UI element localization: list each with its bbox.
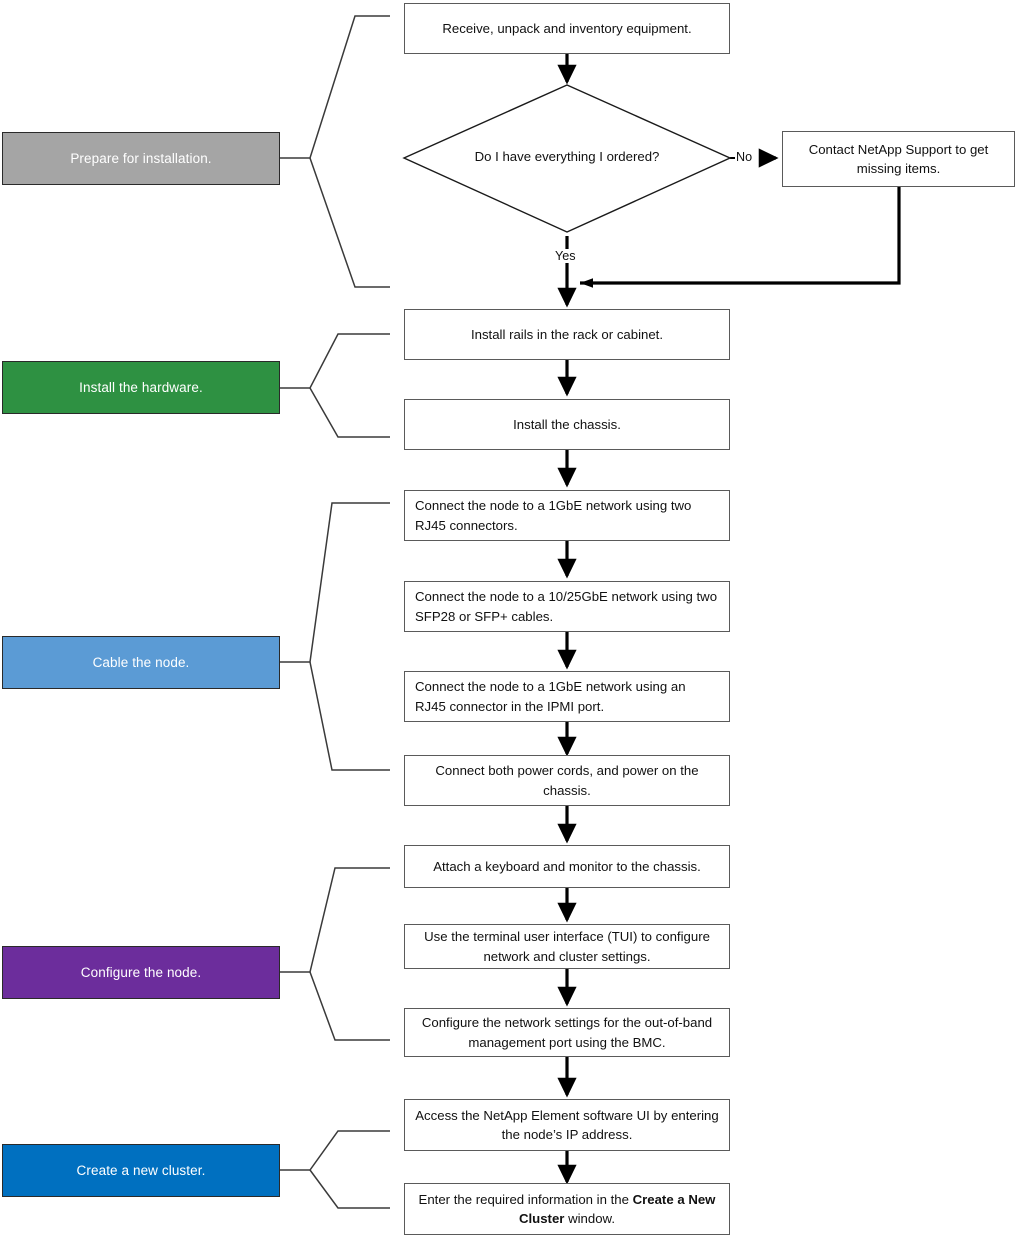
step-text: Connect the node to a 1GbE network using… [415,498,692,533]
brace-install-top [280,333,390,389]
brace-cluster-bottom [309,1169,390,1209]
return-arrowhead [580,278,593,288]
step-box-install-chassis[interactable]: Install the chassis. [404,399,730,450]
phase-label-prepare: Prepare for installation. [70,151,212,166]
step-box-use-tui[interactable]: Use the terminal user interface (TUI) to… [404,924,730,969]
phase-box-cluster[interactable]: Create a new cluster. [2,1144,280,1197]
step-box-connect-1gbe-rj45[interactable]: Connect the node to a 1GbE network using… [404,490,730,541]
step-text-before: Enter the required information in the [418,1191,633,1207]
brace-configure-bottom [309,971,390,1041]
step-text: Connect the node to a 10/25GbE network u… [415,589,718,624]
phase-box-configure[interactable]: Configure the node. [2,946,280,999]
step-text: Configure the network settings for the o… [421,1015,713,1050]
step-box-connect-10-25gbe-sfp[interactable]: Connect the node to a 10/25GbE network u… [404,581,730,632]
phase-box-install[interactable]: Install the hardware. [2,361,280,414]
return-path [580,187,901,285]
step-box-connect-ipmi[interactable]: Connect the node to a 1GbE network using… [404,671,730,722]
step-box-attach-keyboard-monitor[interactable]: Attach a keyboard and monitor to the cha… [404,845,730,888]
phase-box-prepare[interactable]: Prepare for installation. [2,132,280,185]
brace-prepare-top [280,15,390,159]
decision-branch-label-no: No [735,150,754,164]
step-text: Connect the node to a 1GbE network using… [415,679,686,714]
step-text-after: window. [564,1211,616,1226]
step-text: Use the terminal user interface (TUI) to… [424,929,710,964]
step-box-connect-power-cords[interactable]: Connect both power cords, and power on t… [404,755,730,806]
step-text: Access the NetApp Element software UI by… [415,1107,719,1142]
step-box-configure-bmc[interactable]: Configure the network settings for the o… [404,1008,730,1057]
decision-diamond [402,84,732,233]
step-text-rich: Enter the required information in the Cr… [415,1190,719,1228]
brace-prepare-bottom [309,157,390,288]
phase-label-cluster: Create a new cluster. [76,1163,206,1178]
phase-box-cable[interactable]: Cable the node. [2,636,280,689]
step-text: Install the chassis. [513,416,621,432]
step-box-install-rails[interactable]: Install rails in the rack or cabinet. [404,309,730,360]
decision-branch-label-yes: Yes [554,249,577,263]
step-text: Install rails in the rack or cabinet. [470,326,664,342]
brace-configure-top [280,867,390,973]
phase-braces [280,15,390,1209]
step-text-bold: Create a New Cluster [518,1191,716,1226]
step-text: Contact NetApp Support to get missing it… [808,141,989,176]
step-box-access-element-ui[interactable]: Access the NetApp Element software UI by… [404,1099,730,1151]
brace-cable-bottom [309,661,390,771]
step-text: Connect both power cords, and power on t… [435,763,699,798]
contact-return-loop [580,187,901,288]
step-text: Receive, unpack and inventory equipment. [442,20,692,36]
brace-cable-top [280,502,390,663]
decision-question: Do I have everything I ordered? [474,149,660,164]
step-text: Attach a keyboard and monitor to the cha… [433,858,701,874]
brace-cluster-top [280,1130,390,1171]
phase-label-install: Install the hardware. [79,380,203,395]
step-box-receive-inventory[interactable]: Receive, unpack and inventory equipment. [404,3,730,54]
phase-label-configure: Configure the node. [80,965,202,980]
brace-install-bottom [309,387,390,438]
step-box-contact-support[interactable]: Contact NetApp Support to get missing it… [782,131,1015,187]
phase-label-cable: Cable the node. [92,655,190,670]
step-box-enter-cluster-info[interactable]: Enter the required information in the Cr… [404,1183,730,1235]
